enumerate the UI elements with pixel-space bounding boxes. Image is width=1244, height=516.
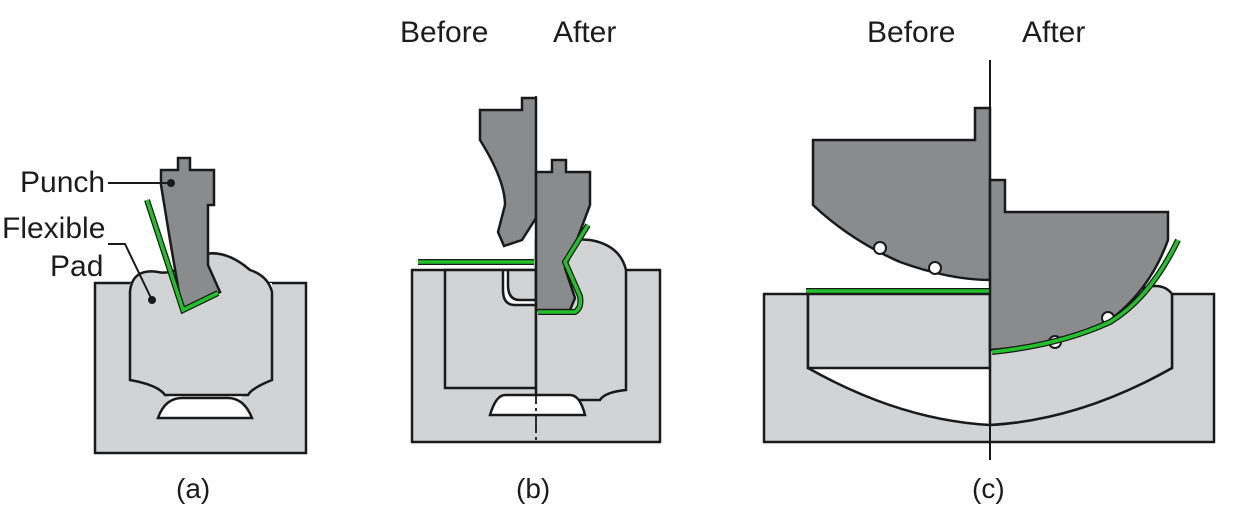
caption-c: (c) [972, 473, 1005, 504]
punch [159, 156, 222, 312]
panel-c: Before After (c) [762, 16, 1216, 504]
notch-before-1 [873, 241, 887, 255]
pad-before-c [806, 292, 992, 370]
before-label-c: Before [867, 16, 955, 49]
pad-leader [108, 243, 153, 301]
caption-b: (b) [516, 473, 550, 504]
panel-a: Punch Flexible Pad (a) [2, 156, 308, 504]
flexible-pad [128, 252, 274, 397]
punch-leader-dot [167, 179, 175, 187]
pad-before-b [443, 268, 538, 390]
punch-before-b [478, 96, 538, 248]
after-label-c: After [1022, 16, 1085, 49]
pad-leader-dot [148, 296, 156, 304]
punch-label: Punch [20, 166, 105, 199]
panel-b: Before After (b) [400, 16, 662, 504]
caption-a: (a) [176, 473, 210, 504]
before-label-b: Before [400, 16, 488, 49]
after-label-b: After [553, 16, 616, 49]
relief-cavity-b [488, 393, 587, 417]
pad-label: Pad [50, 250, 103, 283]
relief-cavity-a [156, 396, 254, 420]
flexible-label: Flexible [2, 212, 105, 245]
punch-before-c [811, 106, 992, 282]
notch-before-2 [928, 261, 942, 275]
